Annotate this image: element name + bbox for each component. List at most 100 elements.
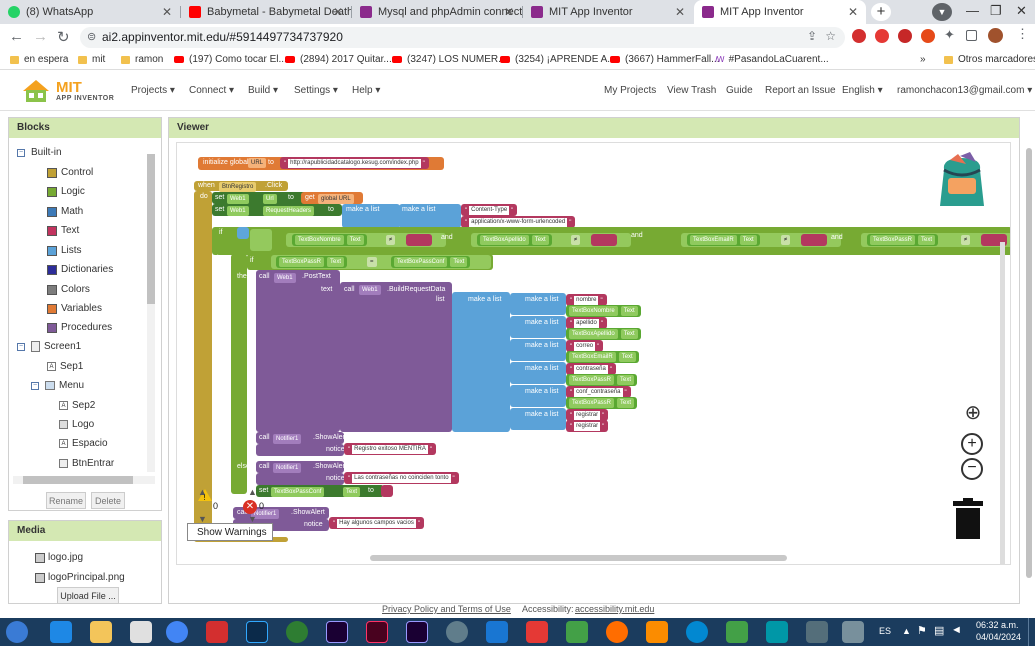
accessibility-link[interactable]: accessibility.mit.edu	[575, 604, 655, 614]
photoshop-icon[interactable]	[246, 621, 268, 643]
adblock-icon[interactable]	[875, 29, 889, 43]
compare-operator[interactable]: ≠	[961, 235, 971, 245]
file-explorer-icon[interactable]	[90, 621, 112, 643]
property-dropdown[interactable]: Text	[346, 235, 364, 245]
side-panel-icon[interactable]	[966, 30, 977, 41]
close-icon[interactable]: ✕	[161, 5, 172, 19]
ie-icon[interactable]	[50, 621, 72, 643]
text-value[interactable]: application/x-www-form-urlencoded	[469, 218, 568, 227]
component-dropdown[interactable]: BtnRegistro	[219, 182, 257, 192]
zoom-in-icon[interactable]: +	[961, 433, 983, 455]
make-list-block[interactable]	[399, 204, 461, 228]
site-info-icon[interactable]: ⊜	[87, 31, 97, 43]
property-dropdown[interactable]: Text	[620, 306, 638, 316]
close-icon[interactable]: ✕	[332, 5, 343, 19]
post-text-block[interactable]	[256, 270, 340, 432]
bookmark-youtube[interactable]: (3667) HammerFall...	[610, 54, 719, 65]
show-alert-notice[interactable]	[256, 473, 344, 485]
component-dropdown[interactable]: TextBoxPassConf	[394, 257, 448, 267]
page-scrollbar[interactable]	[1026, 148, 1032, 578]
text-value[interactable]: registrar	[574, 411, 601, 420]
extensions-puzzle-icon[interactable]: ✦	[944, 27, 955, 42]
rename-button[interactable]: Rename	[46, 492, 86, 509]
tab-appinventor-1[interactable]: MIT App Inventor ✕	[523, 0, 693, 24]
builtin-procedures[interactable]: Procedures	[47, 322, 112, 333]
component-dropdown[interactable]: TextBoxNombre	[569, 306, 618, 316]
make-list-block[interactable]	[510, 408, 566, 430]
error-up-icon[interactable]: ▲	[248, 487, 257, 497]
component-dropdown[interactable]: Web1	[227, 206, 249, 216]
app-icon[interactable]	[286, 621, 308, 643]
tree-hscrollbar[interactable]	[13, 476, 155, 484]
component-dropdown[interactable]: Notifier1	[273, 434, 302, 444]
compare-operator[interactable]: ≠	[386, 235, 396, 245]
workspace-vscrollbar[interactable]	[1000, 242, 1005, 564]
extension-icon[interactable]	[921, 29, 935, 43]
builtin-variables[interactable]: Variables	[47, 303, 102, 314]
text-value[interactable]: Registro exitoso MENTIRA	[352, 445, 428, 454]
property-dropdown[interactable]: Text	[739, 235, 757, 245]
privacy-link[interactable]: Privacy Policy and Terms of Use	[382, 604, 511, 614]
builtin-math[interactable]: Math	[47, 206, 83, 217]
collapse-icon[interactable]: −	[31, 381, 39, 390]
screen1-node[interactable]: −Screen1	[17, 341, 81, 352]
builtin-colors[interactable]: Colors	[47, 284, 90, 295]
make-list-block[interactable]	[510, 293, 566, 315]
property-dropdown[interactable]: Text	[918, 235, 936, 245]
trash-icon[interactable]	[953, 498, 983, 540]
event-body-bar[interactable]	[194, 191, 212, 541]
network-icon[interactable]: ▤	[934, 625, 945, 637]
build-request-block[interactable]	[340, 282, 452, 432]
empty-text-block[interactable]	[381, 485, 393, 497]
component-dropdown[interactable]: Web1	[227, 194, 249, 204]
tree-scrollbar[interactable]	[147, 154, 155, 472]
close-window-icon[interactable]: ✕	[1016, 3, 1027, 18]
after-effects-icon[interactable]	[326, 621, 348, 643]
component-dropdown[interactable]: TextBoxEmailR	[690, 235, 737, 245]
utorrent-icon[interactable]	[726, 621, 748, 643]
link-my-projects[interactable]: My Projects	[604, 85, 657, 96]
text-value[interactable]: http://rapublicidadcatalogo.kesug.com/in…	[288, 159, 421, 168]
property-dropdown[interactable]: Text	[343, 487, 361, 497]
make-list-block[interactable]	[342, 204, 400, 228]
profile-avatar[interactable]	[988, 28, 1003, 43]
language-indicator[interactable]: ES	[879, 626, 892, 636]
link-view-trash[interactable]: View Trash	[667, 85, 717, 96]
text-value[interactable]: registrar	[574, 422, 601, 431]
backpack-icon[interactable]	[930, 150, 994, 214]
link-report-issue[interactable]: Report an Issue	[765, 85, 836, 96]
empty-text-block[interactable]	[591, 234, 617, 246]
make-list-block[interactable]	[510, 316, 566, 338]
warning-up-icon[interactable]: ▲	[198, 487, 207, 497]
compare-operator[interactable]: =	[367, 257, 377, 267]
key-text-block[interactable]: "conf_contraseña"	[566, 386, 631, 398]
bookmark-youtube[interactable]: (3254) ¡APRENDE A...	[500, 54, 616, 65]
component-btnentrar[interactable]: BtnEntrar	[59, 458, 114, 469]
collapse-icon[interactable]: −	[17, 342, 25, 351]
variable-name[interactable]: URL	[248, 158, 267, 168]
close-icon[interactable]: ✕	[503, 5, 514, 19]
text-block[interactable]: "application/x-www-form-urlencoded"	[461, 216, 576, 228]
component-dropdown[interactable]: Web1	[359, 285, 381, 295]
builtin-control[interactable]: Control	[47, 167, 93, 178]
account-menu[interactable]: ramonchacon13@gmail.com ▾	[897, 85, 1033, 96]
component-dropdown[interactable]: Web1	[274, 273, 296, 283]
chrome-icon[interactable]	[166, 621, 188, 643]
premiere-icon[interactable]	[406, 621, 428, 643]
property-dropdown[interactable]: Text	[327, 257, 345, 267]
component-dropdown[interactable]: Notifier1	[251, 509, 280, 519]
show-alert-notice[interactable]	[256, 444, 344, 456]
builtin-dictionaries[interactable]: Dictionaries	[47, 264, 113, 275]
flag-icon[interactable]: ⚑	[917, 625, 927, 637]
app-icon[interactable]	[806, 621, 828, 643]
acrobat-icon[interactable]	[206, 621, 228, 643]
then-bar[interactable]	[231, 254, 247, 494]
bookmark-folder[interactable]: en espera	[10, 54, 68, 65]
and-block[interactable]	[250, 229, 272, 251]
component-menu[interactable]: −Menu	[31, 380, 84, 391]
upload-file-button[interactable]: Upload File ...	[57, 587, 119, 604]
